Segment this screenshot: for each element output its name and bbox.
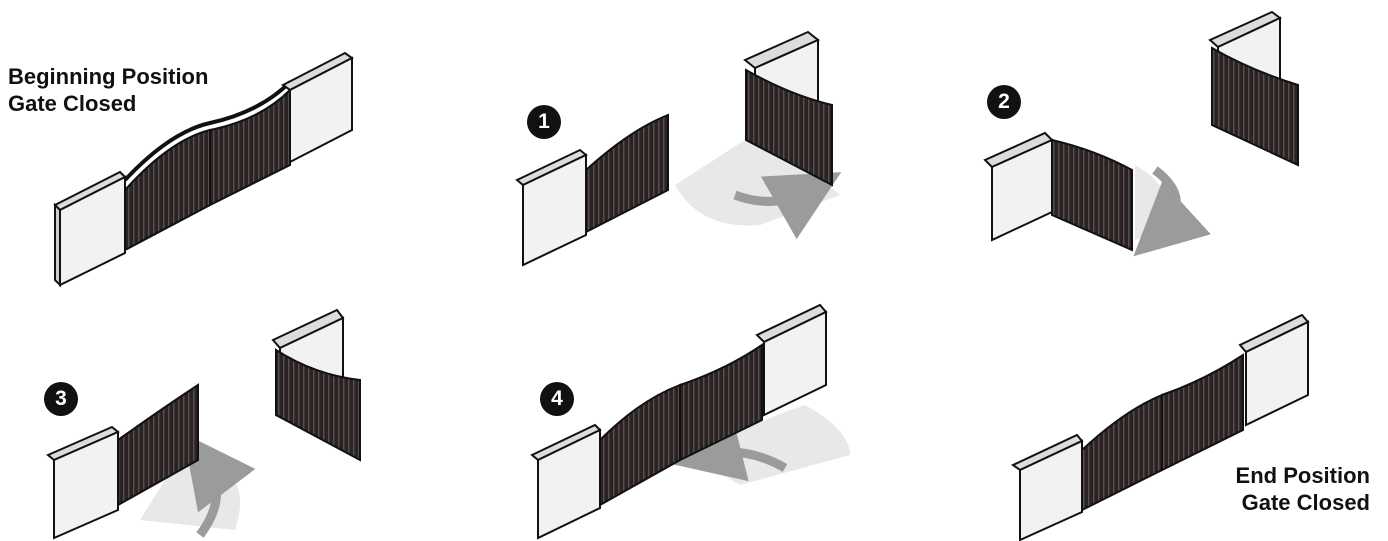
- beginning-position-label: Beginning Position Gate Closed: [8, 63, 208, 117]
- end-line1: End Position: [1236, 462, 1370, 489]
- pillar-left: [532, 425, 600, 538]
- panel-step-2: [985, 12, 1298, 250]
- pillar-right: [1240, 315, 1308, 425]
- panel-step-3: [48, 310, 360, 538]
- step-badge-1: 1: [527, 105, 561, 139]
- step-badge-3: 3: [44, 382, 78, 416]
- pillar-left: [1013, 435, 1082, 540]
- gate-leaf-swinging: [1052, 140, 1132, 250]
- pillar-left: [517, 150, 586, 265]
- beginning-line2: Gate Closed: [8, 90, 208, 117]
- gate-leaf-left: [1082, 395, 1162, 510]
- beginning-line1: Beginning Position: [8, 63, 208, 90]
- panel-step-4: [532, 305, 850, 538]
- panel-step-1: [517, 32, 840, 265]
- step-badge-4: 4: [540, 382, 574, 416]
- pillar-left: [55, 172, 125, 285]
- end-line2: Gate Closed: [1236, 489, 1370, 516]
- gate-leaf-left: [600, 385, 680, 505]
- pillar-left: [48, 427, 118, 538]
- gate-leaf-right: [1162, 355, 1243, 470]
- step-badge-2: 2: [987, 85, 1021, 119]
- pillar-left: [985, 133, 1052, 240]
- pillar-right: [757, 305, 826, 415]
- end-position-label: End Position Gate Closed: [1236, 462, 1370, 516]
- gate-leaf-closed: [586, 115, 668, 232]
- pillar-right: [283, 53, 352, 162]
